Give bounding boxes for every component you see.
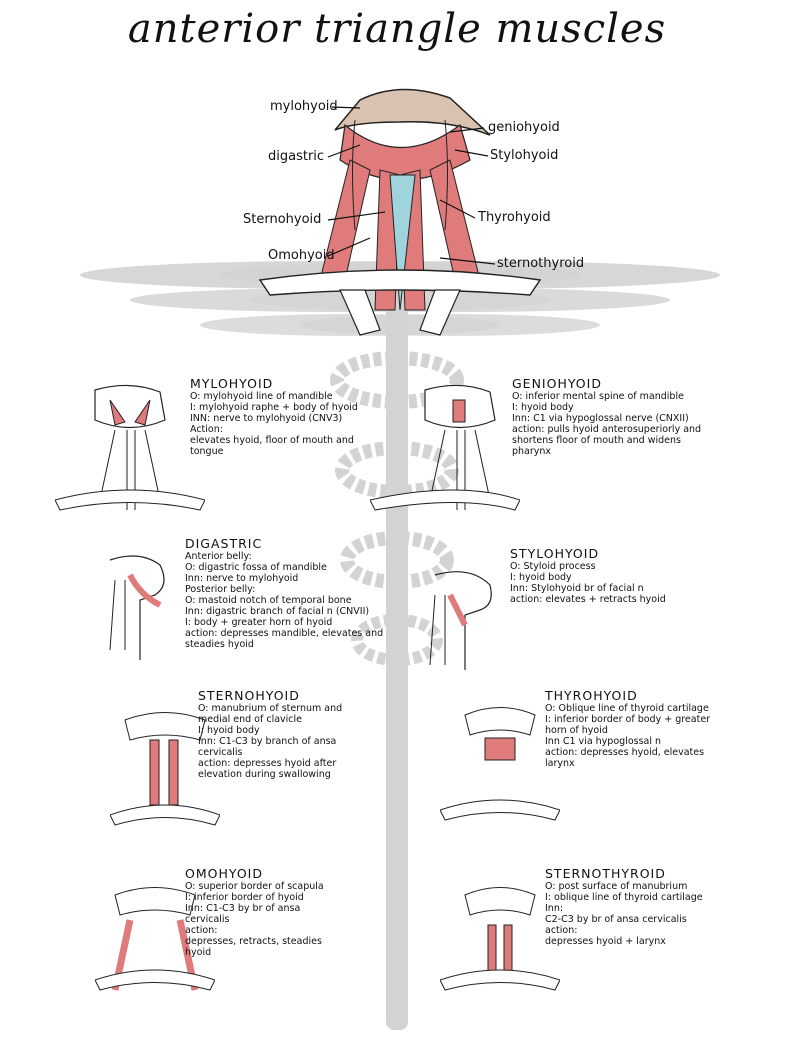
card-heading: OMOHYOID <box>185 866 263 881</box>
card-line: I: hyoid body <box>198 725 260 736</box>
card-heading: MYLOHYOID <box>190 376 274 391</box>
card-line: I: body + greater horn of hyoid <box>185 617 333 628</box>
card-line: C2-C3 by br of ansa cervicalis <box>545 914 687 925</box>
card-line: O: Oblique line of thyroid cartilage <box>545 703 709 714</box>
label-digastric: digastric <box>268 149 325 164</box>
stylohyoid-figure <box>429 571 492 670</box>
card-line: I: hyoid body <box>512 402 574 413</box>
card-geniohyoid: GENIOHYOID O: inferior mental spine of m… <box>512 376 702 457</box>
card-line: elevates hyoid, floor of mouth and tongu… <box>190 435 354 457</box>
card-line: Inn C1 via hypoglossal n <box>545 736 662 747</box>
card-line: Anterior belly: <box>185 551 252 562</box>
card-line: O: mylohyoid line of mandible <box>190 391 333 402</box>
card-line: I: hyoid body <box>510 572 572 583</box>
main-neck-figure <box>258 88 542 336</box>
omohyoid-figure <box>95 887 215 991</box>
card-line: INN: nerve to mylohyoid (CNV3) <box>190 413 343 424</box>
card-line: I: inferior border of body + greater hor… <box>545 714 711 736</box>
card-line: Inn: digastric branch of facial n (CNVII… <box>185 606 370 617</box>
label-sternohyoid: Sternohyoid <box>243 212 322 227</box>
sternothyroid-figure <box>440 887 560 991</box>
card-line: Inn: <box>545 903 564 914</box>
card-thyrohyoid: THYROHYOID O: Oblique line of thyroid ca… <box>545 688 725 769</box>
card-line: O: inferior mental spine of mandible <box>512 391 684 402</box>
card-line: action: pulls hyoid anterosuperiorly and… <box>512 424 702 457</box>
card-line: O: Styloid process <box>510 561 596 572</box>
card-line: Inn: C1-C3 by branch of ansa cervicalis <box>198 736 337 758</box>
card-line: depresses, retracts, steadies hyoid <box>185 936 322 958</box>
card-omohyoid: OMOHYOID O: superior border of scapula I… <box>185 866 345 958</box>
card-line: action: depresses hyoid, elevates larynx <box>545 747 705 769</box>
card-line: O: digastric fossa of mandible <box>185 562 327 573</box>
card-heading: STYLOHYOID <box>510 546 600 561</box>
card-line: Inn: C1-C3 by br of ansa cervicalis <box>185 903 301 925</box>
card-line: action: <box>545 925 578 936</box>
label-mylohyoid: mylohyoid <box>270 99 338 114</box>
geniohyoid-figure <box>370 384 520 511</box>
card-heading: STERNOTHYROID <box>545 866 666 881</box>
label-stylohyoid: Stylohyoid <box>490 148 559 163</box>
card-line: O: mastoid notch of temporal bone <box>185 595 352 606</box>
card-line: O: manubrium of sternum and medial end o… <box>198 703 343 725</box>
card-line: Inn: Stylohyoid br of facial n <box>510 583 644 594</box>
card-mylohyoid: MYLOHYOID O: mylohyoid line of mandible … <box>190 376 390 457</box>
card-heading: STERNOHYOID <box>198 688 300 703</box>
card-line: Inn: nerve to mylohyoid <box>185 573 299 584</box>
card-line: Posterior belly: <box>185 584 256 595</box>
card-heading: DIGASTRIC <box>185 536 263 551</box>
card-line: action: elevates + retracts hyoid <box>510 594 666 605</box>
label-omohyoid: Omohyoid <box>268 248 335 263</box>
card-line: depresses hyoid + larynx <box>545 936 666 947</box>
card-sternohyoid: STERNOHYOID O: manubrium of sternum and … <box>198 688 363 780</box>
card-line: O: post surface of manubrium <box>545 881 688 892</box>
card-stylohyoid: STYLOHYOID O: Styloid process I: hyoid b… <box>510 546 680 605</box>
card-line: Action: <box>190 424 223 435</box>
label-thyrohyoid: Thyrohyoid <box>478 210 551 225</box>
card-digastric: DIGASTRIC Anterior belly: O: digastric f… <box>185 536 385 650</box>
digastric-figure <box>109 555 165 660</box>
card-line: O: superior border of scapula <box>185 881 324 892</box>
card-line: I: oblique line of thyroid cartilage <box>545 892 703 903</box>
card-line: I: inferior border of hyoid <box>185 892 304 903</box>
mylohyoid-figure <box>55 384 205 511</box>
label-geniohyoid: geniohyoid <box>488 120 560 135</box>
card-line: action: <box>185 925 218 936</box>
card-sternothyroid: STERNOTHYROID O: post surface of manubri… <box>545 866 745 947</box>
card-line: action: depresses hyoid after elevation … <box>198 758 337 780</box>
card-heading: THYROHYOID <box>545 688 638 703</box>
thyrohyoid-figure <box>440 707 560 821</box>
sternohyoid-figure <box>110 712 220 826</box>
card-line: action: depresses mandible, elevates and… <box>185 628 384 650</box>
card-line: Inn: C1 via hypoglossal nerve (CNXII) <box>512 413 689 424</box>
card-line: I: mylohyoid raphe + body of hyoid <box>190 402 358 413</box>
label-sternothyroid: sternothyroid <box>497 256 585 271</box>
card-heading: GENIOHYOID <box>512 376 602 391</box>
page-title: anterior triangle muscles <box>127 6 667 52</box>
